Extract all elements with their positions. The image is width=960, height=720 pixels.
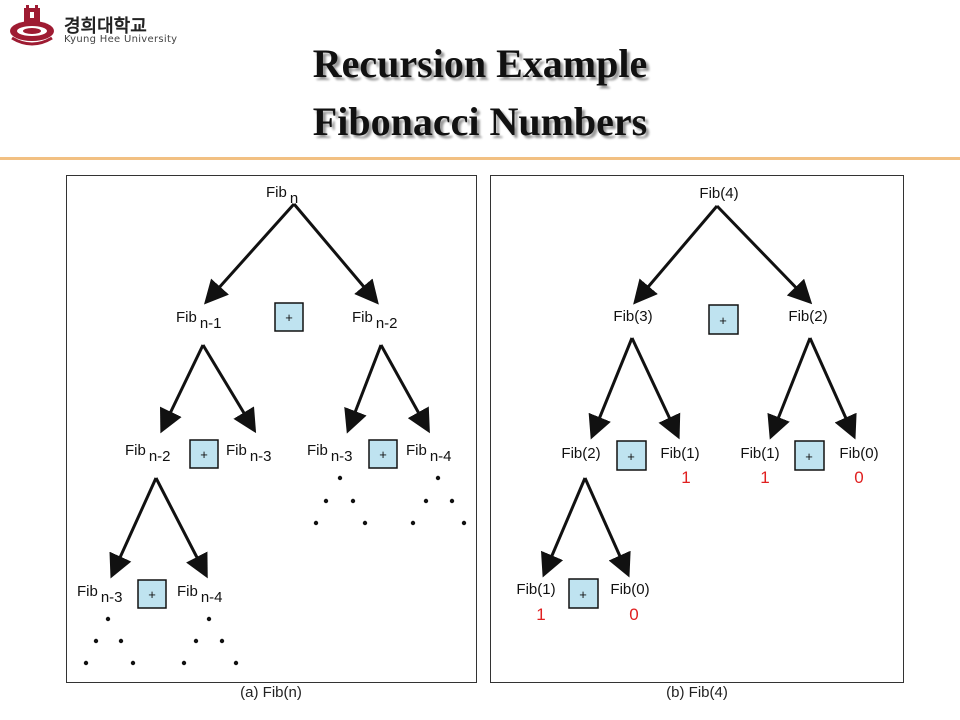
node-b-fib1-bottom: Fib(1) (516, 581, 555, 598)
svg-text:+: + (719, 313, 727, 328)
edge-b-fib2-right (808, 337, 857, 440)
panel-b-frame (490, 175, 904, 683)
university-logo: 경희대학교 Kyung Hee University (6, 4, 177, 48)
plus-box-a-1: + (274, 302, 304, 332)
value-b-fib1-right: 1 (760, 468, 769, 487)
value-b-fib1-mid: 1 (681, 468, 690, 487)
svg-text:+: + (200, 447, 208, 462)
svg-text:+: + (148, 587, 156, 602)
plus-box-a-3: + (368, 439, 398, 469)
slide-title-line-1: Recursion Example (312, 41, 648, 86)
svg-text:+: + (285, 310, 293, 325)
value-b-fib0-bottom: 0 (629, 605, 638, 624)
edge-b-root-right (715, 204, 813, 305)
value-b-fib1-bottom: 1 (536, 605, 545, 624)
title-divider (0, 157, 960, 160)
ellipsis-dots-a (83, 475, 467, 666)
plus-box-b-3: + (794, 440, 825, 471)
edge-a-root-left (203, 202, 296, 305)
plus-box-a-4: + (137, 579, 167, 609)
slide-title-line-2: Fibonacci Numbers (312, 99, 648, 144)
svg-text:+: + (579, 587, 587, 602)
panel-b-caption: (b) Fib(4) (666, 684, 728, 701)
node-b-fib1-right: Fib(1) (740, 445, 779, 462)
svg-text:+: + (627, 449, 635, 464)
edge-a-root-right (292, 203, 379, 305)
logo-english-name: Kyung Hee University (64, 34, 178, 45)
node-b-fib2-mid: Fib(2) (561, 445, 600, 462)
node-b-fib3: Fib(3) (613, 308, 652, 325)
edge-b-deep-left (541, 477, 587, 578)
plus-box-b-4: + (568, 578, 599, 609)
panel-a-frame (66, 175, 477, 683)
edge-b-fib3-right (630, 337, 681, 440)
edge-a-n1-left (160, 344, 205, 434)
plus-box-a-2: + (189, 439, 219, 469)
plus-box-b-2: + (616, 440, 647, 471)
edge-a-n2-right (379, 344, 430, 434)
edge-a-deep-left (109, 477, 158, 579)
panel-a-caption: (a) Fib(n) (240, 684, 302, 701)
edge-a-n1-right (201, 344, 257, 434)
svg-text:+: + (379, 447, 387, 462)
university-emblem-icon (10, 5, 54, 46)
node-b-fib1-mid: Fib(1) (660, 445, 699, 462)
edge-b-fib3-left (588, 337, 634, 440)
node-b-fib4: Fib(4) (699, 185, 738, 202)
node-b-fib2-top: Fib(2) (788, 308, 827, 325)
edge-b-root-left (633, 205, 719, 305)
node-b-fib0-bottom: Fib(0) (610, 581, 649, 598)
edge-a-deep-right (154, 477, 208, 579)
svg-text:+: + (805, 449, 813, 464)
value-b-fib0-right: 0 (854, 468, 863, 487)
node-b-fib0-right: Fib(0) (839, 445, 878, 462)
logo-korean-name: 경희대학교 (64, 16, 147, 37)
edge-a-n2-left (344, 344, 383, 434)
plus-box-b-1: + (708, 304, 739, 335)
edge-b-fib2-left (767, 337, 812, 440)
edge-b-deep-right (583, 477, 631, 578)
